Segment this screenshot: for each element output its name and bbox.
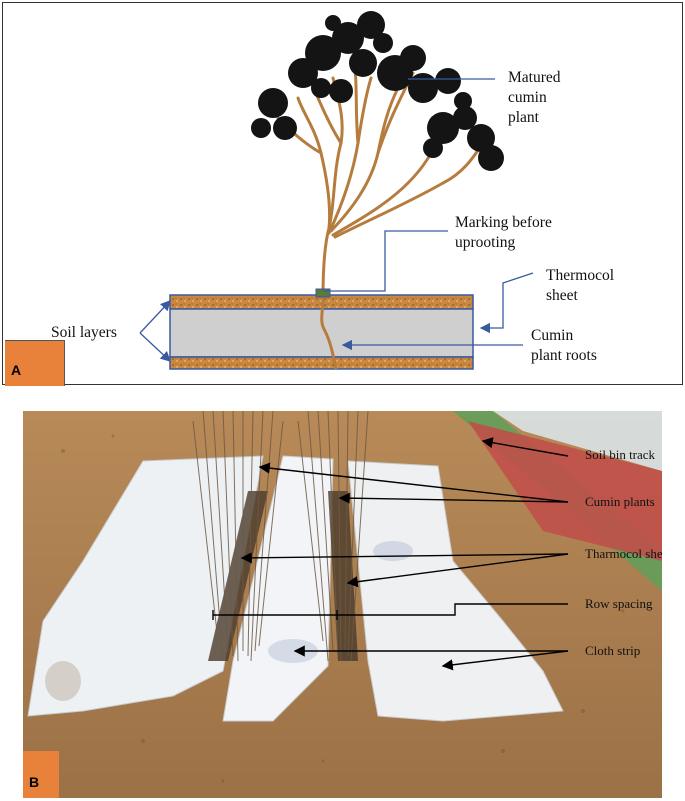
label-cumin-plants: Cumin plants (585, 494, 655, 509)
label-matured-1: Matured (508, 69, 561, 86)
right-row-strip (328, 491, 358, 661)
panel-b-badge: B (23, 751, 59, 798)
panel-a-badge: A (5, 340, 65, 386)
label-matured-2: cumin (508, 89, 547, 106)
cumin-foliage (251, 11, 504, 171)
panel-b-leaders (212, 437, 569, 671)
left-row-strip (208, 491, 268, 661)
cumin-root (320, 298, 338, 370)
label-row-spacing: Row spacing (585, 596, 653, 611)
right-sheet (347, 460, 564, 722)
panel-a-schematic: Matured cumin plant Marking before uproo… (2, 2, 683, 386)
panel-a-drawing (139, 11, 534, 370)
label-roots-2: plant roots (531, 347, 597, 364)
middle-sheet (222, 455, 334, 722)
label-thermocol-2: sheet (546, 287, 578, 304)
label-marking-2: uprooting (455, 234, 516, 251)
label-soil-layers: Soil layers (51, 324, 117, 341)
cumin-plants-left (192, 411, 284, 662)
label-marking-1: Marking before (455, 214, 552, 231)
marking-tag (315, 288, 331, 298)
panel-b-scene (23, 411, 662, 798)
label-cloth-strip: Cloth strip (585, 643, 641, 658)
label-matured-3: plant (508, 109, 539, 126)
sheet-shading (45, 541, 413, 701)
label-roots-1: Cumin (531, 327, 574, 344)
panel-a-leaders (139, 78, 534, 362)
bottom-soil-layer (169, 356, 474, 370)
label-tharmocol-sheet: Tharmocol sheet (585, 546, 662, 561)
panel-b-photo: Soil bin track Cumin plants Tharmocol sh… (23, 411, 662, 798)
label-thermocol-1: Thermocol (546, 267, 615, 284)
label-soil-bin-track: Soil bin track (585, 447, 656, 462)
